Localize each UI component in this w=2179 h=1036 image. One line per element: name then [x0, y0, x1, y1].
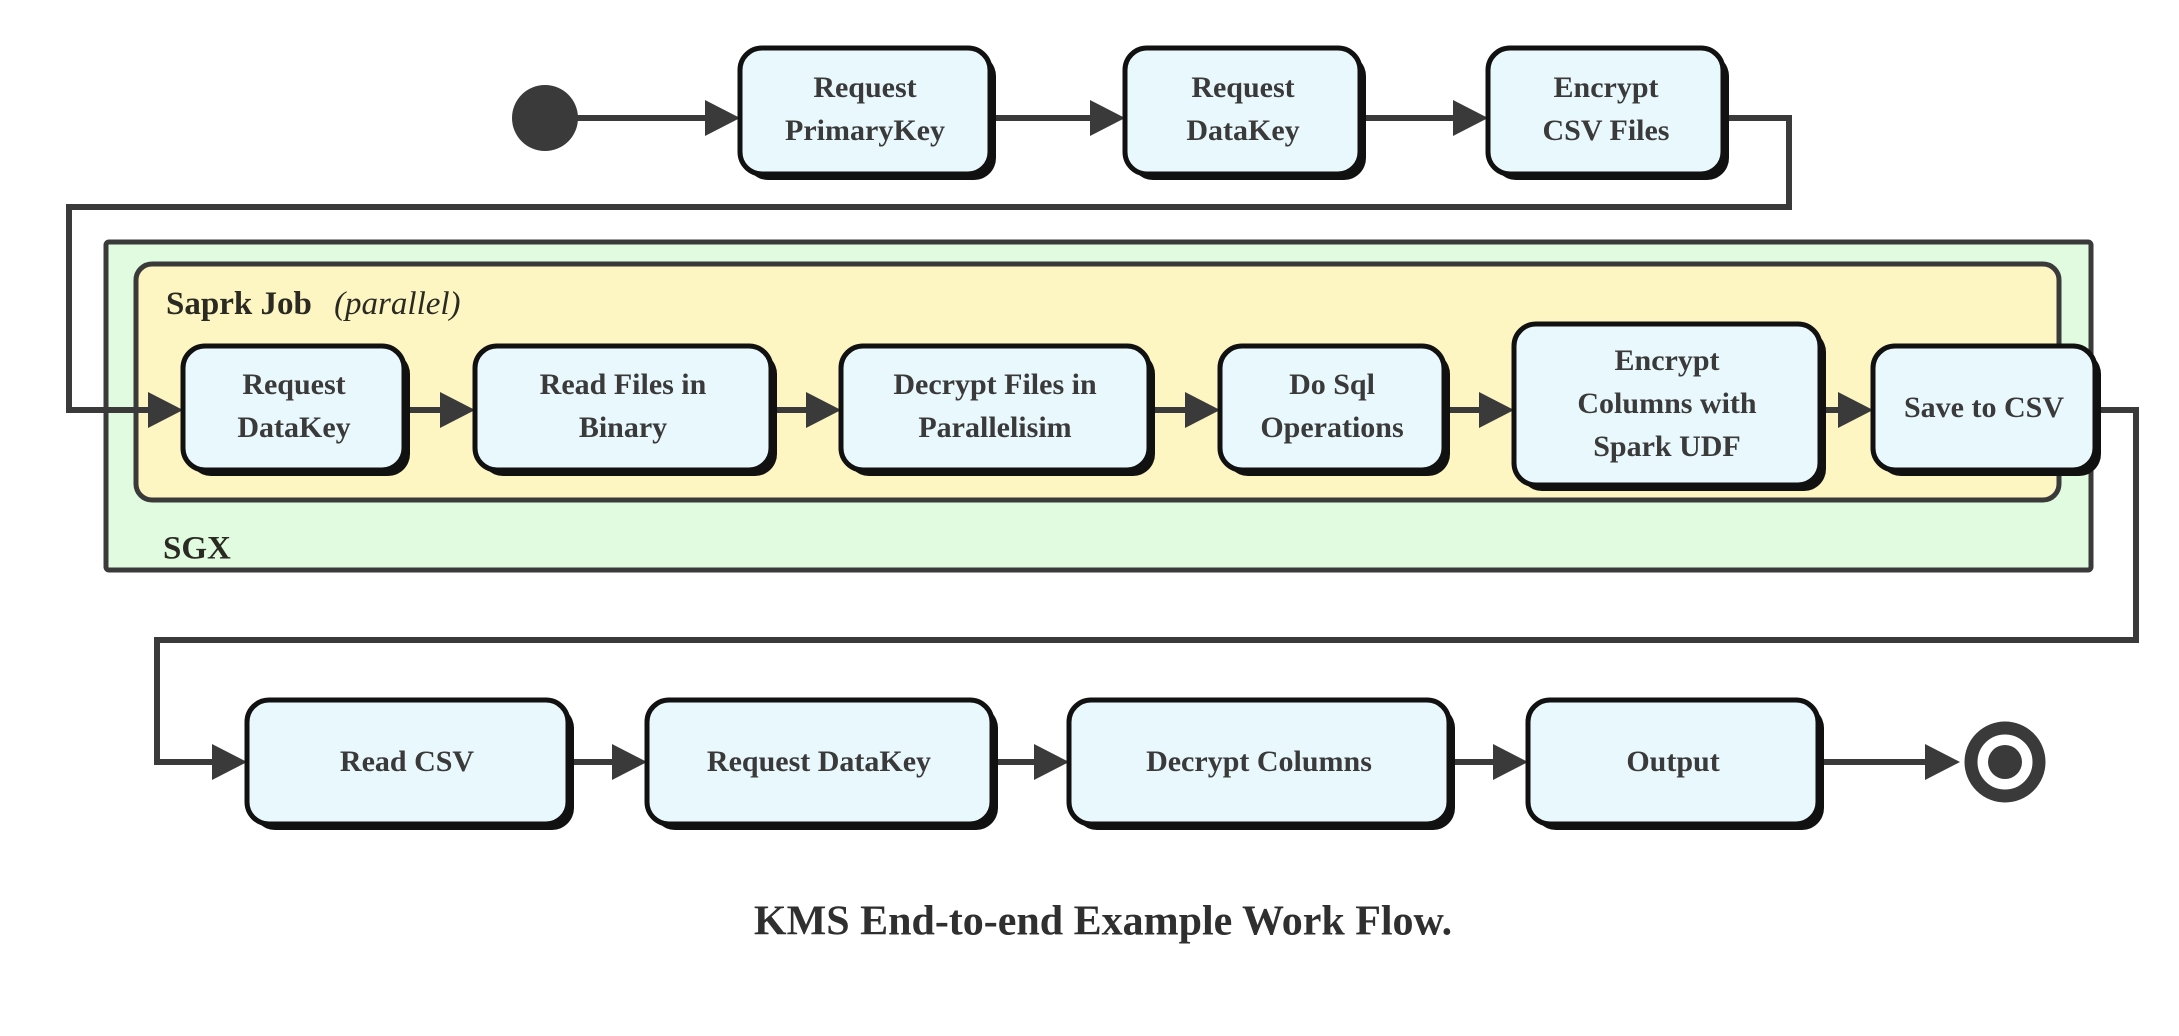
node-read-csv[interactable]: Read CSV: [244, 697, 574, 830]
node-label-line3: Spark UDF: [1593, 430, 1741, 463]
node-label-line1: Save to CSV: [1904, 391, 2064, 424]
node-encrypt-csv-files[interactable]: Encrypt CSV Files: [1485, 45, 1729, 180]
node-label-line1: Decrypt Columns: [1146, 745, 1372, 778]
arrowhead-2: [1090, 100, 1125, 136]
connectors: [66, 100, 2139, 780]
node-output[interactable]: Output: [1525, 697, 1824, 830]
arrowhead-8: [1479, 392, 1514, 428]
node-label-line2: Operations: [1260, 411, 1403, 444]
node-rect[interactable]: [1066, 697, 1452, 827]
arrowhead-13: [1493, 744, 1528, 780]
node-rect[interactable]: [1511, 321, 1823, 488]
node-decrypt-columns[interactable]: Decrypt Columns: [1066, 697, 1455, 830]
node-label-line1: Request DataKey: [707, 745, 931, 778]
arrowhead-12: [1034, 744, 1069, 780]
arrowhead-10: [212, 744, 247, 780]
node-rect[interactable]: [244, 697, 571, 827]
sgx-container-label: SGX: [163, 531, 231, 567]
spark-job-label-bold: Saprk Job: [166, 286, 312, 322]
node-rect[interactable]: [1525, 697, 1821, 827]
node-label-line1: Decrypt Files in: [893, 368, 1097, 401]
arrowhead-7: [1185, 392, 1220, 428]
node-rect[interactable]: [737, 45, 993, 177]
node-label-line1: Encrypt: [1554, 71, 1659, 104]
node-label-line1: Encrypt: [1615, 344, 1720, 377]
start-node: [512, 85, 578, 151]
node-save-to-csv[interactable]: Save to CSV: [1870, 343, 2101, 476]
node-read-files-in-binary[interactable]: Read Files in Binary: [472, 343, 777, 476]
node-request-datakey-spark[interactable]: Request DataKey: [180, 343, 410, 476]
node-label-line1: Read CSV: [340, 745, 475, 778]
node-label-line2: CSV Files: [1543, 114, 1670, 147]
node-rect[interactable]: [1122, 45, 1363, 177]
node-label-line1: Request: [813, 71, 916, 104]
node-request-datakey-bottom[interactable]: Request DataKey: [644, 697, 998, 830]
node-label-line2: DataKey: [1186, 114, 1299, 147]
spark-job-container-label: Saprk Job (parallel): [166, 286, 461, 322]
node-encrypt-columns-with-spark-udf[interactable]: Encrypt Columns with Spark UDF: [1511, 321, 1826, 491]
node-label-line2: Columns with: [1577, 387, 1757, 420]
arrowhead-6: [806, 392, 841, 428]
node-label-line1: Do Sql: [1289, 368, 1375, 401]
diagram-caption: KMS End-to-end Example Work Flow.: [754, 899, 1452, 945]
node-rect[interactable]: [1870, 343, 2098, 473]
node-label-line2: DataKey: [237, 411, 350, 444]
node-rect[interactable]: [644, 697, 995, 827]
node-request-primarykey[interactable]: Request PrimaryKey: [737, 45, 996, 180]
node-decrypt-files-in-parallelisim[interactable]: Decrypt Files in Parallelisim: [838, 343, 1155, 476]
start-node-circle: [512, 85, 578, 151]
end-node-dot: [1988, 745, 2022, 779]
node-label-line2: Binary: [579, 411, 667, 444]
node-request-datakey-top[interactable]: Request DataKey: [1122, 45, 1366, 180]
edge-save-csv-to-read-csv: [154, 407, 2139, 765]
node-label-line1: Output: [1626, 745, 1719, 778]
node-label-line2: PrimaryKey: [785, 114, 945, 147]
node-rect[interactable]: [1485, 45, 1726, 177]
arrowhead-1: [705, 100, 740, 136]
node-rect[interactable]: [180, 343, 407, 473]
arrowhead-4: [148, 392, 183, 428]
end-node: [1964, 721, 2046, 803]
arrowhead-5: [440, 392, 475, 428]
arrowhead-3: [1453, 100, 1488, 136]
node-label-line2: Parallelisim: [918, 411, 1071, 444]
node-label-line1: Request: [242, 368, 345, 401]
node-label-line1: Request: [1191, 71, 1294, 104]
node-do-sql-operations[interactable]: Do Sql Operations: [1217, 343, 1450, 476]
spark-job-label-italic: (parallel): [334, 286, 460, 322]
node-rect[interactable]: [1217, 343, 1447, 473]
edge-encrypt-csv-to-spark-datakey: [66, 115, 1792, 413]
node-label-line1: Read Files in: [540, 368, 707, 401]
arrowhead-11: [612, 744, 647, 780]
node-rect[interactable]: [838, 343, 1152, 473]
end-node-ring: [1964, 721, 2046, 803]
arrowhead-9: [1838, 392, 1873, 428]
node-rect[interactable]: [472, 343, 774, 473]
arrowhead-14: [1925, 744, 1960, 780]
